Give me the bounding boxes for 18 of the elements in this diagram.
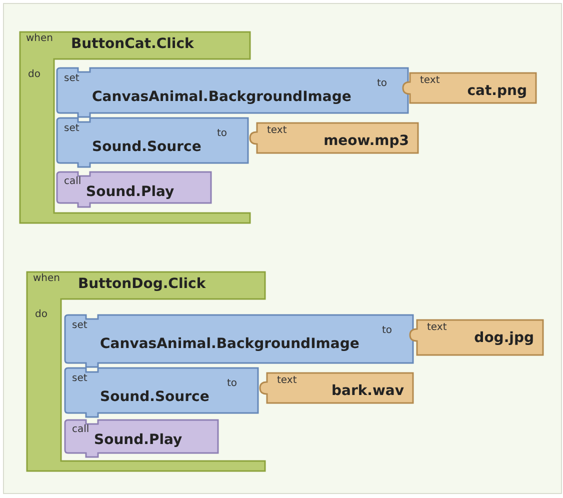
text-block: [249, 122, 419, 154]
event-name: ButtonCat.Click: [71, 36, 194, 52]
text-block: [409, 319, 544, 356]
keyword-label: text: [277, 375, 297, 386]
keyword-label: do: [35, 309, 48, 320]
keyword-label: text: [420, 75, 440, 86]
text-value: dog.jpg: [474, 330, 534, 346]
text-block: [259, 372, 414, 404]
text-value: cat.png: [467, 83, 527, 99]
keyword-label: text: [427, 322, 447, 333]
keyword-label: when: [33, 273, 60, 284]
keyword-label: when: [26, 33, 54, 44]
text-value: bark.wav: [331, 383, 404, 399]
keyword-label: text: [267, 125, 287, 136]
event-name: ButtonDog.Click: [78, 276, 206, 292]
keyword-label: do: [28, 69, 40, 80]
text-block: [402, 72, 537, 104]
text-value: meow.mp3: [324, 133, 409, 149]
